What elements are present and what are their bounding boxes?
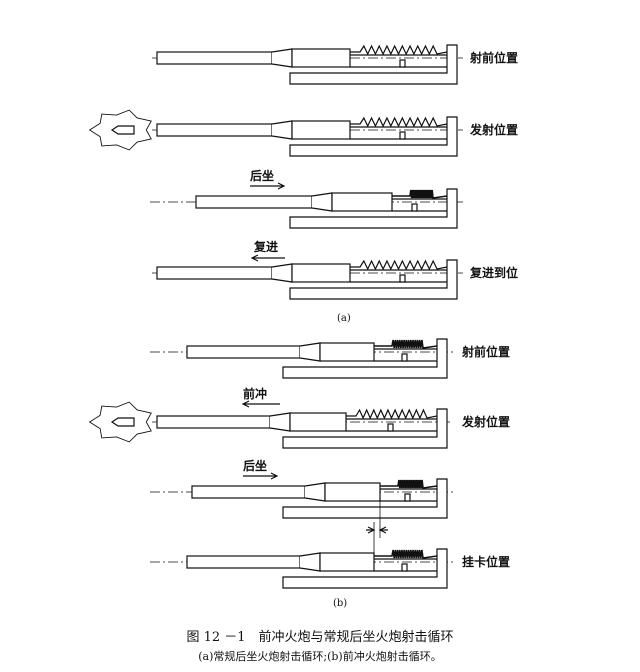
barrel-taper [311,192,333,212]
panel-label-b: (b) [333,598,348,609]
state-label-a1: 射前位置 [470,51,519,65]
barrel-taper [269,412,291,432]
state-label-a2: 发射位置 [470,123,519,137]
gun-b2 [152,408,453,449]
state-label-b2: 发射位置 [462,415,511,429]
barrel [156,415,271,429]
latch [399,274,406,283]
cradle-frame [282,408,448,449]
cradle-frame [282,548,448,589]
state-label-b4: 挂卡位置 [462,555,511,569]
cradle-frame [289,188,458,229]
cradle-frame [282,478,448,519]
barrel [156,266,273,280]
motion-label-a3: 后坐 [250,169,275,183]
counter-recoil-arrow-a4 [250,254,285,262]
breech [289,412,347,432]
motion-label-b2: 前冲 [243,387,268,401]
breech [291,48,351,68]
barrel [191,485,306,499]
barrel [186,555,301,569]
recuperator-spring [350,116,448,128]
projectile-icon [110,417,135,427]
latch [411,203,418,212]
dimension-arrow-right [378,526,388,534]
cradle-frame [282,338,448,379]
recuperator-spring [350,44,448,56]
latch [401,353,408,362]
latch [404,493,411,502]
figure-caption-subtitle: (a)常规后坐火炮射击循环;(b)前冲火炮射击循环。 [198,650,442,663]
recoil-arrow-a3 [250,182,286,190]
latch [399,131,406,140]
smoke-cloud [88,109,152,151]
recoil-arrow-b3 [243,472,279,480]
projectile-icon [110,125,135,135]
recuperator-spring [374,339,438,349]
state-label-b1: 射前位置 [462,345,511,359]
muzzle-blast-a2 [88,109,152,151]
barrel-taper [299,342,321,362]
breech [291,263,351,283]
barrel-taper [271,120,293,140]
breech [291,120,351,140]
motion-label-b3: 后坐 [243,459,268,473]
barrel-taper [299,552,321,572]
barrel-taper [271,263,293,283]
state-label-a4: 复进到位 [470,266,519,280]
gun-a3 [150,188,463,229]
barrel-taper [271,48,293,68]
recuperator-spring [350,259,448,271]
recuperator-spring [392,189,448,199]
barrel [156,123,273,137]
smoke-cloud [88,401,152,443]
breech [319,552,375,572]
latch [399,59,406,68]
cradle-frame [289,116,458,157]
recuperator-spring [380,479,438,489]
dimension-arrow-left [366,526,376,534]
breech [331,192,393,212]
barrel [156,51,273,65]
cradle-frame [289,259,458,300]
breech [319,342,375,362]
gun-a1 [152,44,463,85]
barrel-taper [304,482,326,502]
cradle-frame [289,44,458,85]
gun-a4 [152,259,463,300]
recuperator-spring [346,408,438,420]
barrel [186,345,301,359]
barrel [195,195,313,209]
panel-label-a: (a) [337,313,351,324]
muzzle-blast-b2 [88,401,152,443]
latch [401,563,408,572]
gun-b3 [150,478,453,519]
gun-b4 [150,548,453,589]
breech [324,482,381,502]
forward-arrow-b2 [241,400,280,408]
latch [387,423,394,432]
gun-a2 [152,116,463,157]
gun-b1 [150,338,453,379]
recuperator-spring [374,549,438,559]
figure-caption-title: 图 12 －1 前冲火炮与常规后坐火炮射击循环 [186,630,454,645]
motion-label-a4: 复进 [254,240,279,254]
